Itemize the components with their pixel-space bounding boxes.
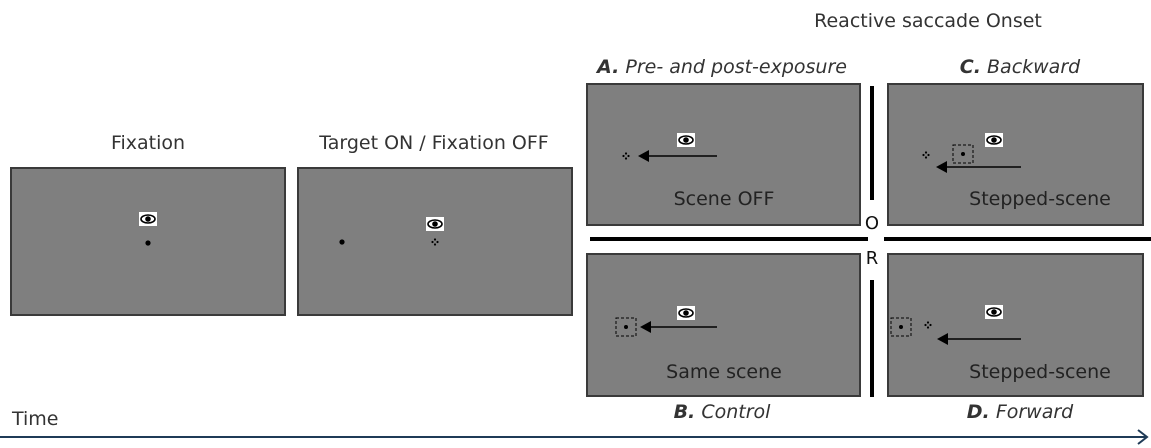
target-title: Target ON / Fixation OFF xyxy=(319,132,549,154)
condition-d-name: Forward xyxy=(995,401,1074,423)
condition-c-title: C. Backward xyxy=(960,56,1080,78)
dotted-target-icon xyxy=(922,151,930,159)
dashed-frame-icon xyxy=(615,317,637,337)
eye-icon xyxy=(138,211,158,227)
eye-icon xyxy=(676,132,696,148)
condition-c-name: Backward xyxy=(987,56,1081,78)
eye-icon xyxy=(984,132,1004,148)
panel-d-scene-label: Stepped-scene xyxy=(969,361,1111,383)
condition-d-title: D. Forward xyxy=(967,401,1073,423)
timeline-arrowhead xyxy=(1137,429,1149,445)
arrow-head-a xyxy=(638,150,649,162)
dotted-target-icon xyxy=(622,152,630,160)
eye-icon xyxy=(425,216,445,232)
time-label: Time xyxy=(12,408,59,430)
fixation-title: Fixation xyxy=(110,132,186,154)
panel-a-scene-label: Scene OFF xyxy=(673,188,775,210)
header-title: Reactive saccade Onset xyxy=(814,10,1042,32)
dashed-frame-icon xyxy=(952,144,974,164)
condition-d-letter: D. xyxy=(966,401,990,423)
dotted-target-icon xyxy=(924,321,932,329)
separator-right xyxy=(884,237,1151,241)
separator-top xyxy=(870,86,874,200)
or-letter-r: R xyxy=(865,248,879,269)
panel-b-scene-label: Same scene xyxy=(666,361,782,383)
dashed-frame-icon xyxy=(890,317,912,337)
condition-b-letter: B. xyxy=(673,401,696,423)
panel-c-scene-label: Stepped-scene xyxy=(969,188,1111,210)
separator-left xyxy=(590,237,868,241)
dotted-target-icon xyxy=(431,238,439,246)
arrow-head-d xyxy=(937,333,948,345)
condition-a-name: Pre- and post-exposure xyxy=(625,56,847,78)
target-dot xyxy=(339,239,345,245)
fixation-dot xyxy=(145,240,151,246)
panel-b: Same scene xyxy=(586,253,861,397)
condition-a-title: A. Pre- and post-exposure xyxy=(597,56,847,78)
condition-b-title: B. Control xyxy=(674,401,771,423)
eye-icon xyxy=(676,305,696,321)
panel-c: Stepped-scene xyxy=(887,83,1144,226)
separator-bottom xyxy=(870,280,874,397)
condition-c-letter: C. xyxy=(959,56,981,78)
or-letter-o: O xyxy=(864,213,880,234)
condition-a-letter: A. xyxy=(597,56,620,78)
condition-b-name: Control xyxy=(701,401,771,423)
eye-icon xyxy=(984,304,1004,320)
arrow-head-b xyxy=(640,321,651,333)
arrow-head-c xyxy=(936,161,947,173)
panel-a: Scene OFF xyxy=(586,83,861,226)
